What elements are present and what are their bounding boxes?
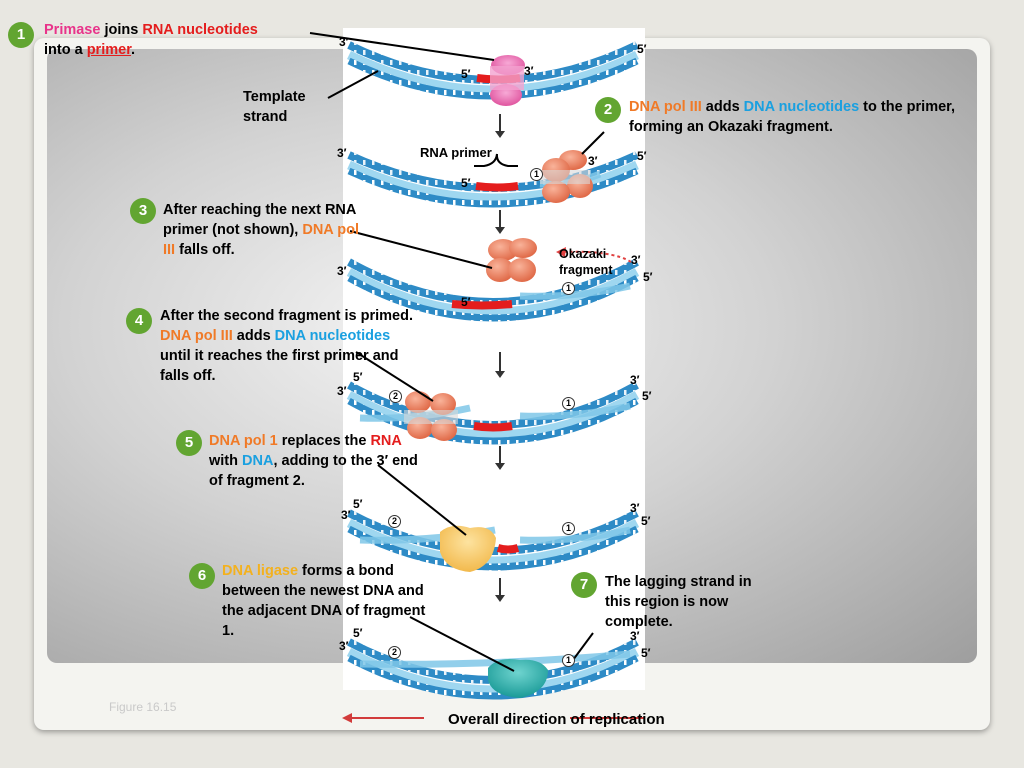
five-prime-end-label: 5′ (461, 67, 471, 81)
fragment-number-2: 2 (388, 515, 401, 528)
five-prime-end-label: 5′ (643, 270, 653, 284)
down-arrowhead (495, 227, 505, 234)
leader-lines (309, 32, 605, 672)
fragment-number-1: 1 (530, 168, 543, 181)
five-prime-end-label: 5′ (641, 514, 651, 528)
five-prime-end-label: 5′ (353, 370, 363, 384)
step-5-text: DNA pol 1 replaces the RNA with DNA, add… (209, 433, 418, 489)
three-prime-end-label: 3′ (337, 146, 347, 160)
figure-caption: Figure 16.15 (109, 700, 177, 714)
three-prime-end-label: 3′ (630, 373, 640, 387)
okazaki-fragment-segment (519, 526, 631, 544)
down-arrowhead (495, 371, 505, 378)
down-arrowhead (495, 131, 505, 138)
step-6-text: DNA ligase forms a bond between the newe… (222, 563, 426, 639)
three-prime-end-label: 3′ (588, 154, 598, 168)
okazaki-fragment-segment (519, 402, 631, 420)
three-prime-end-label: 3′ (630, 501, 640, 515)
five-prime-end-label: 5′ (637, 42, 647, 56)
overall-direction-arrow (342, 713, 644, 723)
fragment-number-1: 1 (562, 654, 575, 667)
five-prime-end-label: 5′ (637, 149, 647, 163)
dna-pol-iii-enzyme-released (486, 238, 537, 282)
step-arrows (495, 114, 505, 602)
enzymes (404, 55, 593, 698)
step-7-text: The lagging strand in this region is now… (605, 574, 752, 630)
five-prime-end-label: 5′ (353, 497, 363, 511)
three-prime-end-label: 3′ (339, 639, 349, 653)
overall-direction-label: Overall direction of replication (448, 711, 665, 728)
step-badge-7: 7 (571, 572, 597, 598)
okazaki-fragment-segment (519, 282, 631, 300)
fragment-number-1: 1 (562, 397, 575, 410)
three-prime-end-label: 3′ (631, 253, 641, 267)
step-4-text: After the second fragment is primed. DNA… (160, 308, 413, 384)
down-arrowhead (495, 595, 505, 602)
five-prime-end-label: 5′ (641, 646, 651, 660)
three-prime-end-label: 3′ (337, 384, 347, 398)
step-badge-6: 6 (189, 563, 215, 589)
template-strand-label: Template strand (243, 89, 306, 125)
down-arrowhead (495, 463, 505, 470)
rna-primer-segment (475, 182, 519, 192)
three-prime-end-label: 3′ (339, 35, 349, 49)
step-1-text: Primase joins RNA nucleotides into a pri… (44, 22, 258, 58)
fragment-number-2: 2 (388, 646, 401, 659)
step-badge-5: 5 (176, 430, 202, 456)
five-prime-end-label: 5′ (353, 626, 363, 640)
rna-primer-segment (496, 544, 520, 554)
primase-enzyme (490, 55, 525, 106)
dna-pol-iii-enzyme-step2 (540, 150, 593, 203)
step-badge-2: 2 (595, 97, 621, 123)
three-prime-end-label: 3′ (630, 629, 640, 643)
five-prime-end-label: 5′ (642, 389, 652, 403)
fragment-number-1: 1 (562, 522, 575, 535)
step-badge-3: 3 (130, 198, 156, 224)
dna-ligase-enzyme (488, 659, 548, 698)
step-badge-4: 4 (126, 308, 152, 334)
step-3-text: After reaching the next RNA primer (not … (163, 202, 360, 258)
okazaki-arrowhead (556, 247, 566, 257)
three-prime-end-label: 3′ (524, 64, 534, 78)
fragment-number-1: 1 (562, 282, 575, 295)
three-prime-end-label: 3′ (337, 264, 347, 278)
okazaki-fragment-label: Okazaki fragment (559, 247, 613, 277)
dna-pol-i-enzyme (440, 525, 496, 572)
step-2-text: DNA pol III adds DNA nucleotides to the … (629, 99, 956, 135)
fragment-number-2: 2 (389, 390, 402, 403)
rna-primer-label: RNA primer (420, 145, 492, 160)
three-prime-end-label: 3′ (341, 508, 351, 522)
rna-primer-segment (451, 300, 513, 310)
five-prime-end-label: 5′ (461, 295, 471, 309)
step-badge-1: 1 (8, 22, 34, 48)
five-prime-end-label: 5′ (461, 176, 471, 190)
rna-primer-segment (473, 422, 513, 432)
